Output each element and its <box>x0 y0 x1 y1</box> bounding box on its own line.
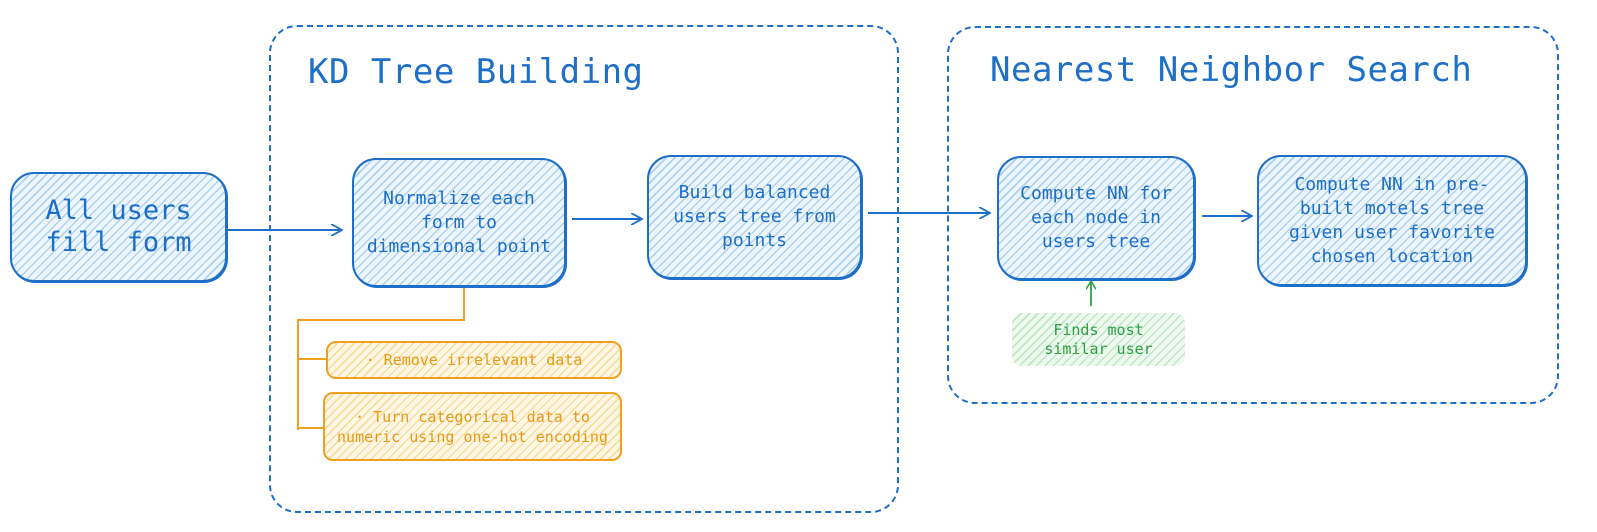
node-label: Compute NN for each node in users tree <box>1020 183 1172 252</box>
group-kd-tree-building <box>269 25 899 513</box>
node-label: Normalize each form to dimensional point <box>366 187 552 257</box>
note-label: · Remove irrelevant data <box>365 351 583 369</box>
node-all-users-fill-form: All users fill form <box>10 172 227 282</box>
note-finds-most-similar-user: Finds most similar user <box>1012 313 1185 366</box>
node-label: All users fill form <box>45 195 192 258</box>
node-build-balanced-tree: Build balanced users tree from points <box>647 155 862 279</box>
group-title-kd-tree: KD Tree Building <box>308 52 644 92</box>
node-compute-nn-motels-tree: Compute NN in pre- built motels tree giv… <box>1257 155 1527 286</box>
note-label: · Turn categorical data to numeric using… <box>337 407 608 446</box>
bracket-normalize-notes <box>297 287 465 430</box>
note-remove-irrelevant-data: · Remove irrelevant data <box>326 341 622 379</box>
node-label: Compute NN in pre- built motels tree giv… <box>1289 173 1495 267</box>
node-normalize-form: Normalize each form to dimensional point <box>352 158 566 287</box>
group-nearest-neighbor-search <box>947 26 1559 404</box>
group-title-nn-search: Nearest Neighbor Search <box>990 50 1473 90</box>
note-label: Finds most similar user <box>1044 320 1153 358</box>
node-compute-nn-users-tree: Compute NN for each node in users tree <box>997 156 1195 280</box>
node-label: Build balanced users tree from points <box>673 182 836 251</box>
note-one-hot-encoding: · Turn categorical data to numeric using… <box>323 392 622 461</box>
